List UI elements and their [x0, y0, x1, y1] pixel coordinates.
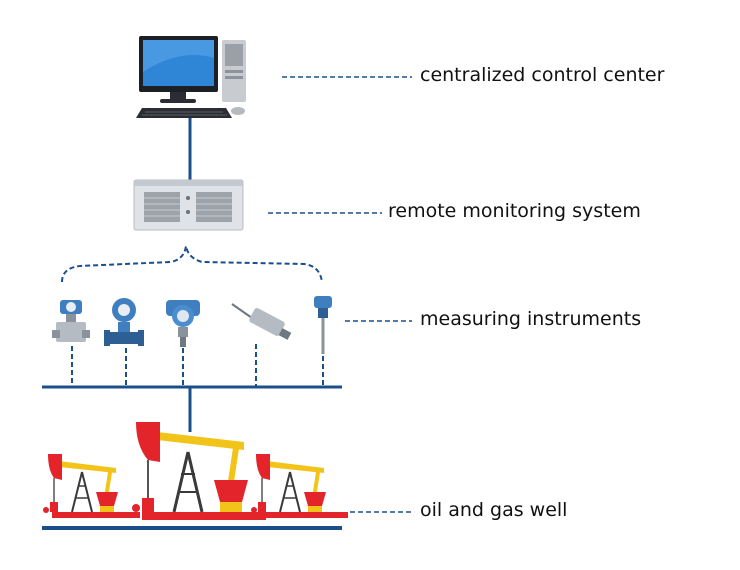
instrument-network-brace [61, 245, 323, 283]
temperature-transmitter-icon [314, 296, 332, 354]
label-control-center: centralized control center [420, 64, 665, 86]
flow-meter-icon [104, 298, 144, 346]
label-wells: oil and gas well [420, 499, 568, 521]
pumpjack-icon [249, 452, 350, 520]
server-rack-icon [133, 179, 244, 231]
pressure-sensor-icon [231, 303, 292, 340]
pumpjack-icon [41, 452, 142, 520]
pumpjack-icon [132, 422, 266, 520]
pressure-transmitter-icon [52, 300, 90, 342]
desktop-computer-icon [136, 36, 246, 118]
label-remote-monitoring: remote monitoring system [388, 200, 641, 222]
pressure-transmitter-icon [166, 300, 200, 347]
label-instruments: measuring instruments [420, 308, 642, 330]
